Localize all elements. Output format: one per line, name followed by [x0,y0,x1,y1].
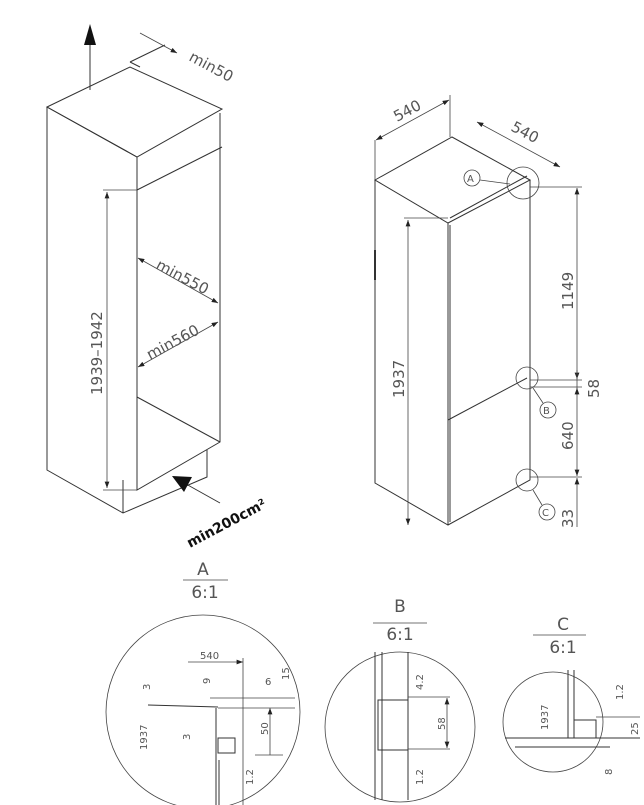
upper-door-label: 1149 [559,272,577,310]
cabinet-top [45,66,224,158]
min560-label: min560 [143,321,202,364]
arrow-up-icon [84,24,96,45]
a-dim-3-top: 3 [142,684,153,690]
a-dim-1937: 1937 [139,725,150,750]
marker-a-label: A [467,174,474,185]
detail-a-scale: 6:1 [191,583,218,603]
c-dim-25: 25 [630,722,641,735]
detail-b-title: B [394,597,406,617]
ventilation-arrow-icon [172,476,192,492]
width-label: 540 [390,96,424,125]
detail-c-title: C [557,615,569,635]
min550-label: min550 [153,256,212,299]
lower-door-label: 640 [559,421,577,450]
c-dim-1-2: 1.2 [615,684,626,700]
cabinet-niche-view: min50 1939–1942 min550 min560 min200cm² [45,24,269,552]
a-dim-1-2: 1.2 [245,769,256,785]
b-dim-1-2: 1.2 [415,769,426,785]
cabinet-height-label: 1939–1942 [88,311,106,395]
a-dim-50: 50 [260,722,271,735]
a-dim-9: 9 [202,678,213,684]
appliance-view: 540 540 1937 1149 58 640 33 A B C [373,95,603,528]
a-dim-540: 540 [200,651,219,662]
min50-label: min50 [186,48,236,86]
detail-b-scale: 6:1 [386,625,413,645]
gap-label: 58 [585,379,603,398]
bottom-label: 33 [559,509,577,528]
detail-a: A 6:1 540 50 3 9 6 15 1937 3 1.2 [105,560,301,805]
marker-b-label: B [543,406,550,417]
b-dim-4-2: 4.2 [415,674,426,690]
a-dim-15: 15 [281,667,292,680]
a-dim-6: 6 [265,677,271,688]
detail-b: B 6:1 58 4.2 1.2 [324,597,476,803]
detail-c-marker [515,468,539,492]
height-label: 1937 [390,360,408,398]
c-dim-1937: 1937 [540,705,551,730]
detail-b-marker [515,366,539,390]
detail-c-scale: 6:1 [549,638,576,658]
c-dim-8: 8 [604,769,615,775]
depth-label: 540 [508,118,542,147]
marker-c-label: C [542,508,549,519]
detail-c: C 6:1 1.2 1937 25 8 [502,615,641,775]
detail-a-marker [506,166,540,200]
detail-a-title: A [197,560,209,580]
a-dim-3-bottom: 3 [182,734,193,740]
b-dim-58: 58 [437,717,448,730]
ventilation-label: min200cm² [184,496,269,551]
